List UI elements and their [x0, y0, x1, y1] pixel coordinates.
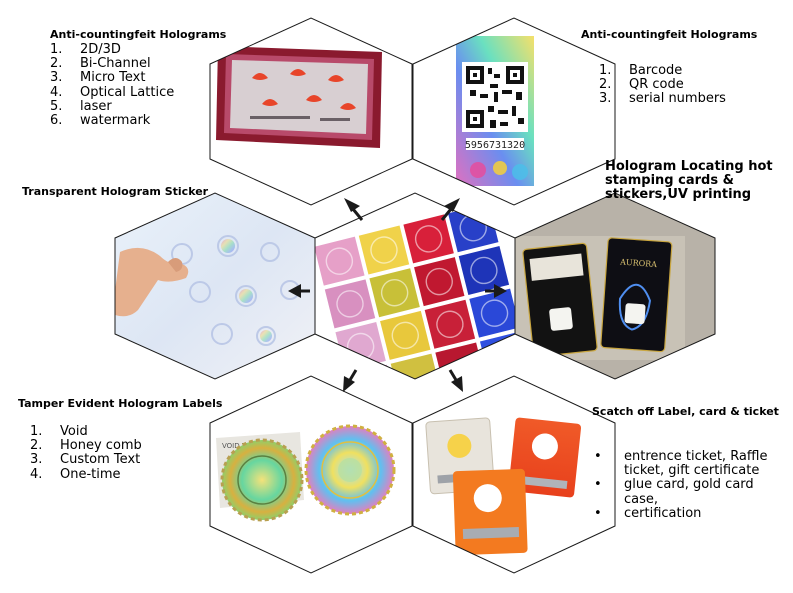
- list-item: • glue card, gold card case,: [594, 477, 784, 507]
- arrow-up-left: [344, 198, 364, 221]
- hexagon-bottom-left: [209, 375, 413, 574]
- list-item-text: Custom Text: [60, 452, 141, 468]
- arrow-down-right: [448, 369, 463, 392]
- list-bottom-right: • entrence ticket, Raffle ticket, gift ce…: [594, 449, 784, 521]
- list-item: 2. QR code: [599, 78, 726, 92]
- title-top-left: Anti-countingfeit Holograms: [50, 28, 227, 41]
- list-item-text: Void: [60, 424, 88, 439]
- list-item-text: watermark: [80, 113, 151, 129]
- list-item-number: 2.: [50, 56, 63, 72]
- list-top-right: 1. Barcode 2. QR code 3. serial numbers: [599, 63, 726, 107]
- list-item-number: 3.: [599, 91, 612, 107]
- hexagon-top-right: [412, 17, 616, 206]
- photo-hologram-cards: AURORA: [515, 193, 715, 379]
- list-item: 5. laser: [50, 98, 174, 114]
- list-item-text: Barcode: [629, 63, 683, 78]
- list-item: 2. Bi-Channel: [50, 57, 174, 71]
- title-top-right: Anti-countingfeit Holograms: [581, 28, 758, 41]
- card-brand-text: AURORA: [619, 257, 658, 269]
- list-item: 2. Honey comb: [30, 439, 142, 453]
- list-item-text: Bi-Channel: [80, 56, 151, 72]
- arrow-left: [288, 284, 310, 298]
- list-item-number: 5.: [50, 98, 63, 114]
- arrow-right: [485, 284, 507, 298]
- list-item: 4. One-time: [30, 466, 142, 482]
- list-item-number: 3.: [50, 70, 63, 86]
- list-item-text: Honey comb: [60, 438, 142, 454]
- arrow-down-left: [343, 369, 358, 392]
- title-left: Transparent Hologram Sticker: [22, 185, 209, 198]
- list-item: • certification: [594, 505, 784, 521]
- list-item-number: 4.: [50, 84, 63, 100]
- list-item-text: entrence ticket, Raffle ticket, gift cer…: [624, 449, 768, 479]
- list-item: 6. watermark: [50, 113, 174, 129]
- list-item: 3. serial numbers: [599, 92, 726, 106]
- bullet-icon: •: [594, 477, 602, 493]
- list-item-number: 4.: [30, 466, 43, 482]
- list-item: 1. Barcode: [599, 63, 726, 78]
- title-bottom-right: Scatch off Label, card & ticket: [592, 405, 779, 418]
- photo-tamper-seals: VOID VOID VOID: [210, 376, 412, 573]
- list-item-number: 1.: [599, 63, 612, 78]
- photo-qr-hologram: 5956731320: [413, 18, 615, 205]
- list-item-number: 1.: [30, 424, 43, 439]
- bullet-icon: •: [594, 505, 602, 521]
- list-item-text: serial numbers: [629, 91, 726, 107]
- list-item: 3. Custom Text: [30, 453, 142, 467]
- caption-right: Hologram Locating hot stamping cards & s…: [605, 159, 773, 202]
- list-top-left: 1. 2D/3D 2. Bi-Channel 3. Micro Text 4. Optical…: [50, 42, 175, 129]
- photo-transparent-sticker: [115, 193, 315, 379]
- list-item-text: certification: [624, 505, 702, 521]
- hexagon-right: [514, 192, 716, 380]
- arrow-up-right: [440, 198, 460, 221]
- serial-number-text: 5956731320: [465, 140, 525, 151]
- list-item-number: 2.: [599, 77, 612, 93]
- list-item: 4. Optical Lattice: [50, 84, 175, 100]
- list-item-text: One-time: [60, 466, 121, 482]
- list-item-text: 2D/3D: [80, 42, 121, 57]
- bullet-icon: •: [594, 449, 602, 464]
- photo-certificate-hologram: [210, 18, 412, 205]
- photo-scratch-cards: [413, 376, 615, 573]
- hexagon-top-left: [209, 17, 413, 206]
- photo-hologram-stickers: [315, 193, 515, 379]
- list-item-number: 3.: [30, 452, 43, 468]
- list-item-text: QR code: [629, 77, 684, 93]
- list-item: 3. Micro Text: [50, 71, 174, 85]
- list-item-text: Optical Lattice: [80, 84, 175, 100]
- hexagon-bottom-right: [412, 375, 616, 574]
- list-item: 1. 2D/3D: [50, 42, 174, 57]
- list-item-text: Micro Text: [80, 70, 146, 86]
- list-item-number: 1.: [50, 42, 63, 57]
- title-bottom-left: Tamper Evident Hologram Labels: [18, 397, 223, 410]
- list-item: 1. Void: [30, 424, 142, 439]
- list-item: • entrence ticket, Raffle ticket, gift ce…: [594, 449, 784, 479]
- list-item-text: laser: [80, 98, 112, 114]
- list-item-text: glue card, gold card case,: [624, 477, 754, 507]
- list-bottom-left: 1. Void 2. Honey comb 3. Custom Text 4. One-tim…: [30, 424, 142, 482]
- list-item-number: 2.: [30, 438, 43, 454]
- list-item-number: 6.: [50, 113, 63, 129]
